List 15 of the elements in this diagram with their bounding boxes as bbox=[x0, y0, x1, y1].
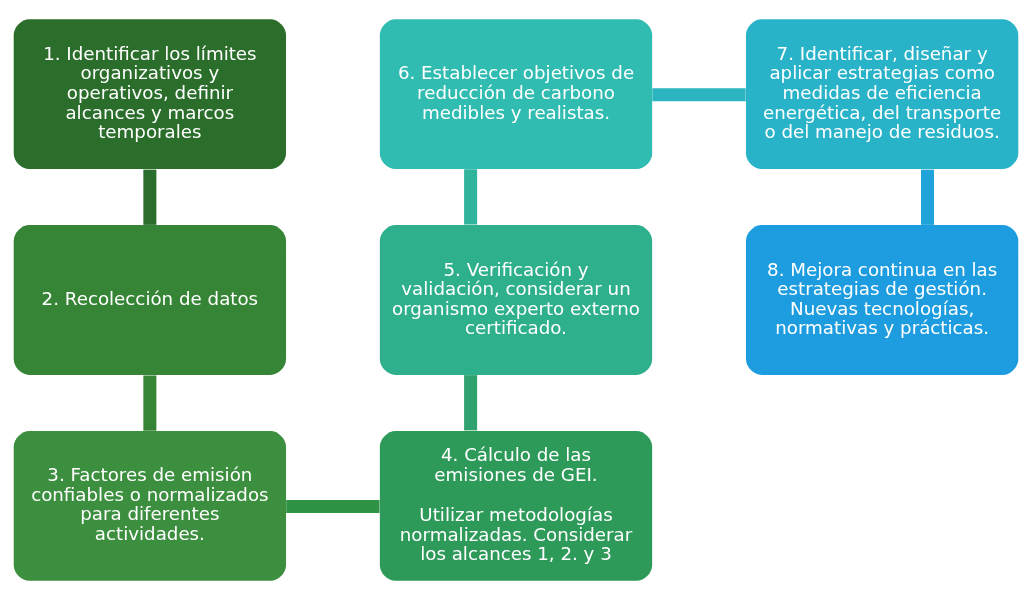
connector bbox=[143, 375, 157, 431]
node-box: 1. Identificar los límites organizativos y operativos, definir alcances y marcos temporales bbox=[13, 19, 287, 170]
node-box: 7. Identificar, diseñar y aplicar estrategias como medidas de eficiencia energética, del transporte o del manejo de residuos. bbox=[745, 19, 1019, 170]
connector bbox=[464, 375, 478, 431]
connector bbox=[921, 169, 935, 225]
node-box: 3. Factores de emisión confiables o normalizados para diferentes actividades. bbox=[13, 430, 287, 581]
connector bbox=[143, 169, 157, 225]
node-box: 2. Recolección de datos bbox=[13, 225, 287, 375]
node-box: 5. Verificación y validación, considerar un organismo experto externo certificado. bbox=[379, 225, 653, 375]
node-box: 8. Mejora continua en las estrategias de gestión. Nuevas tecnologías, normativas y prácticas. bbox=[745, 225, 1019, 375]
node-box: 4. Cálculo de las emisiones de GEI. Utilizar metodologías normalizadas. Considerar los alcances 1, 2. y 3 bbox=[379, 430, 653, 581]
connector bbox=[464, 169, 478, 225]
connector bbox=[652, 88, 746, 102]
node-box: 6. Establecer objetivos de reducción de carbono medibles y realistas. bbox=[379, 19, 653, 170]
connector bbox=[286, 500, 380, 514]
